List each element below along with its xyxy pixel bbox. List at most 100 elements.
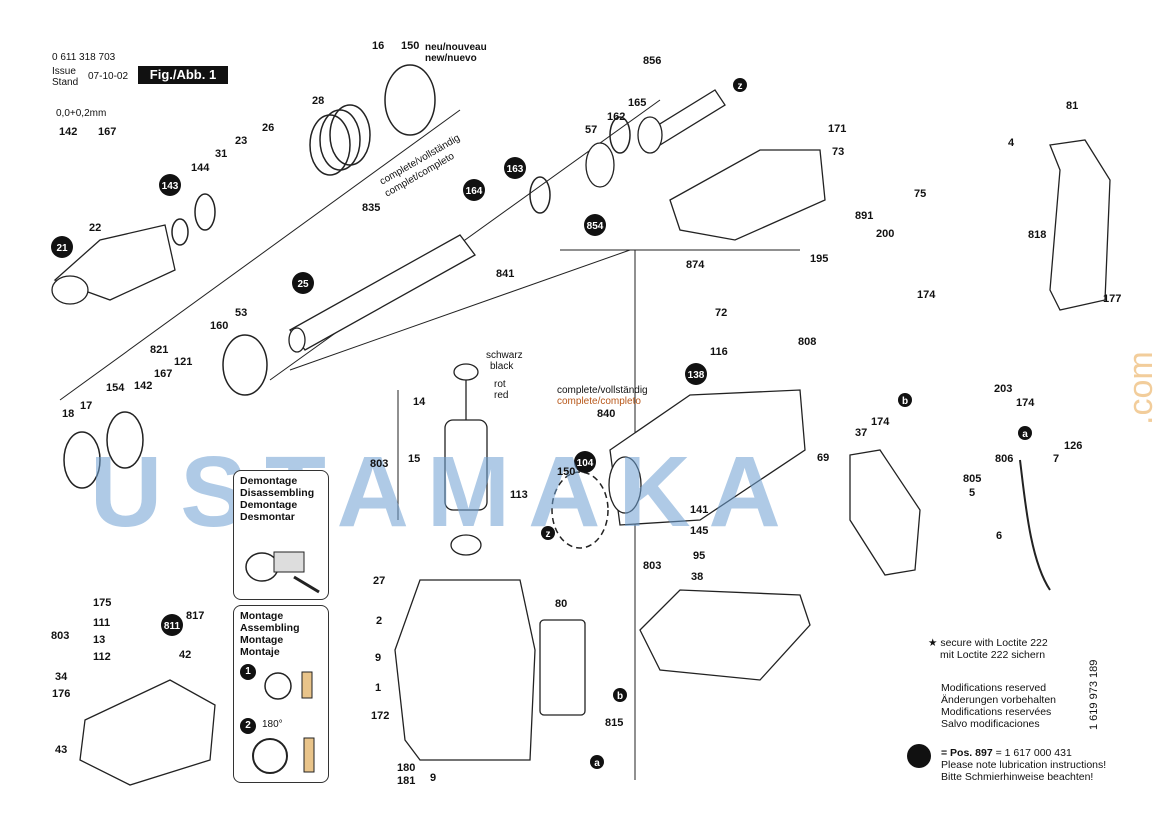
wire-red-en: red: [494, 390, 509, 401]
part-label-p80: 80: [555, 598, 568, 610]
watermark-suffix: .com: [1122, 351, 1160, 425]
part-label-p28: 28: [312, 95, 325, 107]
disassembling-box: Demontage Disassembling Demontage Desmon…: [233, 470, 329, 600]
callout-104: 104: [577, 458, 594, 469]
part-label-p53: 53: [235, 307, 248, 319]
part-label-p803a: 803: [370, 458, 389, 470]
part-label-p145: 145: [690, 525, 709, 537]
wire-black-de: schwarz: [486, 350, 523, 361]
piston-856: [585, 89, 726, 188]
part-label-p172: 172: [371, 710, 390, 722]
part-label-p95: 95: [693, 550, 706, 562]
part-label-p5: 5: [969, 487, 976, 499]
part-label-p9b: 9: [430, 772, 437, 784]
demontage-line-1: Demontage: [240, 475, 298, 487]
part-label-p803c: 803: [51, 630, 70, 642]
issue-label: Issue: [52, 66, 76, 77]
housing-43: [79, 679, 216, 786]
montage-line-4: Montaje: [240, 646, 280, 658]
demontage-line-3: Demontage: [240, 499, 298, 511]
part-number: 0 611 318 703: [52, 52, 116, 63]
part-label-p891: 891: [855, 210, 874, 222]
part-label-p23: 23: [235, 135, 248, 147]
tolerance: 0,0+0,2mm: [56, 108, 107, 119]
part-label-p841: 841: [496, 268, 515, 280]
figure-label: Fig./Abb. 1: [138, 66, 228, 84]
part-label-p6: 6: [996, 530, 1003, 542]
part-label-p817: 817: [186, 610, 205, 622]
part-label-p821: 821: [150, 344, 169, 356]
part-label-p171: 171: [828, 123, 847, 135]
part-label-p142b: 142: [134, 380, 153, 392]
step-2-badge: 2: [240, 718, 256, 734]
part-label-p126: 126: [1064, 440, 1083, 452]
montage-line-1: Montage: [240, 610, 284, 622]
watermark: USTAMAKA: [90, 436, 799, 548]
part-label-p154: 154: [106, 382, 125, 394]
note-new-2: new/nuevo: [425, 53, 477, 64]
note-complete-b2: complete/completo: [557, 396, 641, 407]
part-label-p165: 165: [628, 97, 647, 109]
wire-red-de: rot: [494, 379, 506, 390]
part-label-p73: 73: [832, 146, 845, 158]
star-icon: ★: [928, 637, 938, 649]
part-label-p16: 16: [372, 40, 385, 52]
part-label-p180: 180: [397, 762, 416, 774]
part-label-p175: 175: [93, 597, 112, 609]
part-label-p142a: 142: [59, 126, 78, 138]
part-label-p7: 7: [1053, 453, 1060, 465]
part-label-p806: 806: [995, 453, 1014, 465]
loctite-en: secure with Loctite 222: [940, 637, 1048, 649]
lubrication-dot-icon: [907, 744, 931, 768]
part-label-p1: 1: [375, 682, 382, 694]
side-cover-37: [849, 449, 921, 576]
part-label-p38: 38: [691, 571, 704, 583]
wire-black-en: black: [490, 361, 514, 372]
note-complete-b1: complete/vollständig: [557, 385, 648, 396]
part-label-p27: 27: [373, 575, 386, 587]
part-label-p176: 176: [52, 688, 71, 700]
part-label-p34: 34: [55, 671, 68, 683]
part-label-p2: 2: [376, 615, 383, 627]
callout-a-1: a: [594, 758, 600, 769]
part-label-p43: 43: [55, 744, 68, 756]
pos-number: 897: [975, 747, 993, 759]
montage-line-3: Montage: [240, 634, 284, 646]
part-label-p150a: 150: [401, 40, 420, 52]
cable-6: [1019, 459, 1051, 591]
part-label-p856: 856: [643, 55, 662, 67]
part-label-p144: 144: [191, 162, 210, 174]
callout-164: 164: [466, 186, 483, 197]
cover-plate-38: [639, 589, 811, 681]
part-label-p18: 18: [62, 408, 75, 420]
part-label-p9a: 9: [375, 652, 382, 664]
callout-25: 25: [297, 279, 309, 290]
lube-de: Bitte Schmierhinweise beachten!: [941, 771, 1094, 783]
part-label-p181: 181: [397, 775, 416, 787]
part-label-p167a: 167: [98, 126, 117, 138]
part-label-p840: 840: [597, 408, 616, 420]
step-2-illustration: [252, 737, 315, 774]
lubrication-note: = Pos. 897 = 1 617 000 431 Please note l…: [941, 747, 1106, 783]
part-label-p15: 15: [408, 453, 421, 465]
part-label-p818: 818: [1028, 229, 1047, 241]
part-label-p116: 116: [710, 346, 728, 358]
disassembling-illustration: [245, 551, 320, 594]
callout-138: 138: [688, 370, 705, 381]
part-label-p57: 57: [585, 124, 598, 136]
loctite-de: mit Loctite 222 sichern: [940, 649, 1046, 661]
part-label-p72: 72: [715, 307, 728, 319]
part-label-p815: 815: [605, 717, 624, 729]
part-label-p31: 31: [215, 148, 228, 160]
document-number: 1 619 973 189: [1088, 659, 1100, 730]
step-1-badge: 1: [240, 664, 256, 680]
switch-80: [539, 619, 586, 716]
callout-b-2: b: [902, 396, 908, 407]
modifications-note: Modifications reserved Änderungen vorbeh…: [941, 682, 1056, 730]
handle-81: [1049, 139, 1111, 311]
part-label-p37: 37: [855, 427, 868, 439]
circled-callouts: 143 21 25 164 163 854 811 104 138 b b a …: [51, 78, 1032, 769]
part-label-p26: 26: [262, 122, 275, 134]
demontage-line-2: Disassembling: [240, 487, 315, 499]
part-label-p22: 22: [89, 222, 102, 234]
